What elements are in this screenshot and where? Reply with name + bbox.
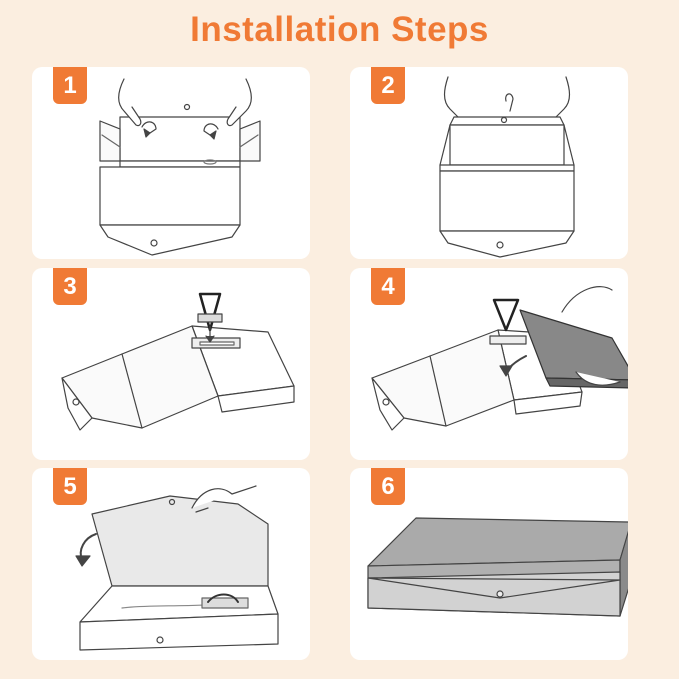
- step-3-illustration: [61, 292, 295, 431]
- step-5-illustration: [75, 485, 279, 651]
- page-title: Installation Steps: [190, 10, 489, 49]
- step-badge-3: 3: [53, 268, 87, 305]
- step-panel-5: 5: [32, 468, 310, 660]
- step-badge-5: 5: [53, 468, 87, 505]
- step-panel-1: 1: [32, 67, 310, 259]
- step-4-illustration: [371, 286, 628, 431]
- step-panel-4: 4: [350, 268, 628, 460]
- step-badge-4: 4: [371, 268, 405, 305]
- step-badge-2: 2: [371, 67, 405, 104]
- step-6-illustration: [367, 517, 628, 617]
- step-1-illustration: [99, 78, 261, 256]
- step-panel-6: 6: [350, 468, 628, 660]
- step-2-illustration: [439, 76, 575, 258]
- step-badge-1: 1: [53, 67, 87, 104]
- step-panel-2: 2: [350, 67, 628, 259]
- step-panel-3: 3: [32, 268, 310, 460]
- step-badge-6: 6: [371, 468, 405, 505]
